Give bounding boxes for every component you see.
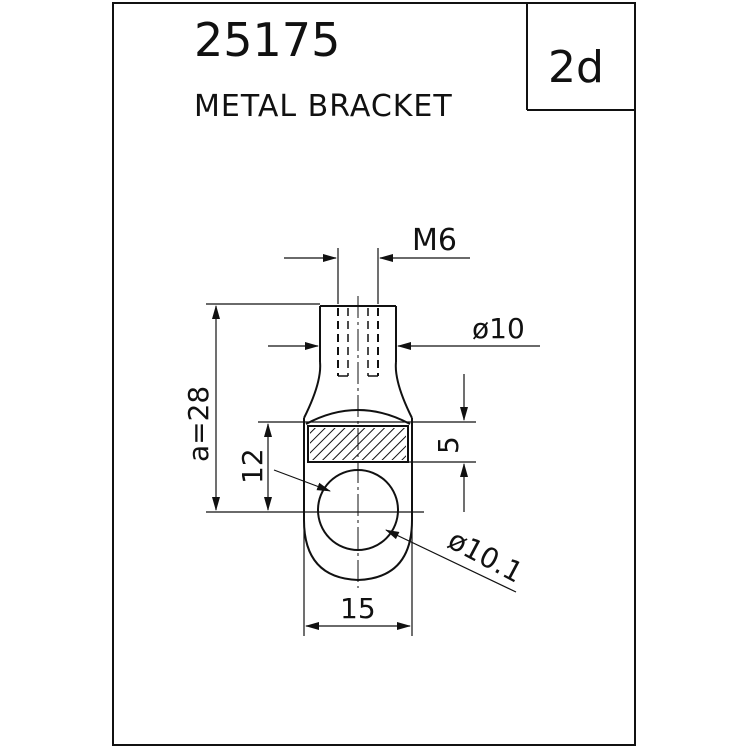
hole-diameter-label: ø10.1 — [443, 523, 529, 589]
body-width-dimension — [303, 520, 413, 636]
thread-dimension — [284, 248, 470, 304]
flat-width-dimension — [408, 374, 476, 512]
thread-label: M6 — [412, 223, 457, 258]
length-label: a=28 — [182, 386, 215, 462]
part-number: 25175 — [194, 13, 340, 67]
hole-diameter-leader — [273, 469, 517, 593]
part-description: METAL BRACKET — [194, 89, 453, 124]
variant-box — [526, 2, 636, 111]
body-width-label: 15 — [340, 592, 376, 625]
variant-code: 2d — [548, 42, 604, 93]
hole-offset-dimension — [258, 421, 476, 511]
drawing-frame — [112, 2, 636, 746]
hole-offset-label: 12 — [236, 448, 269, 484]
length-dimension — [206, 303, 424, 513]
shank-diameter-label: ø10 — [472, 312, 525, 345]
flat-width-label: 5 — [432, 436, 465, 454]
